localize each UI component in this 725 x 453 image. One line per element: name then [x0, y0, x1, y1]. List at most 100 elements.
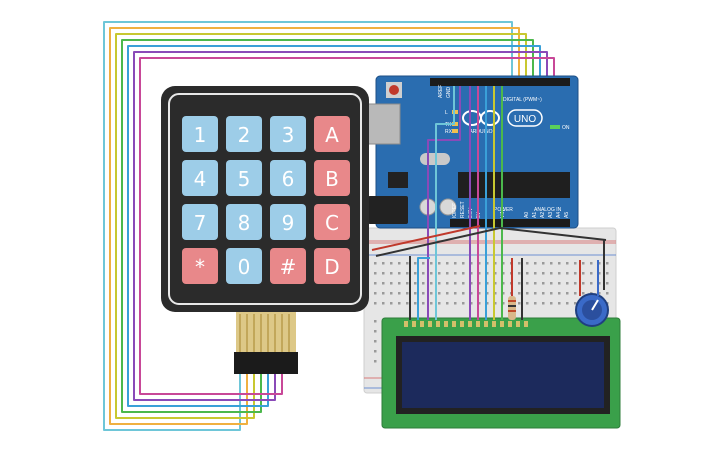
lcd-16x2: [381, 317, 621, 429]
rx-label: RX: [445, 129, 453, 135]
lcd-pin: [524, 321, 528, 327]
key-4[interactable]: 4: [182, 160, 218, 196]
key-D[interactable]: D: [314, 248, 350, 284]
key-7[interactable]: 7: [182, 204, 218, 240]
key-label: *: [195, 255, 205, 279]
analog-pin-label: A3: [548, 212, 554, 218]
key-label: #: [280, 255, 297, 279]
key-cap: [226, 204, 262, 240]
lcd-pin: [444, 321, 448, 327]
key-B[interactable]: B: [314, 160, 350, 196]
lcd-pin: [484, 321, 488, 327]
analog-pin-label: A1: [532, 212, 538, 218]
key-0[interactable]: 0: [226, 248, 262, 284]
key-cap: [182, 160, 218, 196]
analog-header: [450, 219, 570, 227]
key-cap: [182, 116, 218, 152]
key-label: A: [325, 123, 339, 147]
key-cap: [270, 204, 306, 240]
key-label: C: [325, 211, 339, 235]
usb-port-icon: [363, 103, 401, 145]
key-C[interactable]: C: [314, 204, 350, 240]
lcd-pin: [420, 321, 424, 327]
reset-label: RESET: [460, 201, 466, 218]
jumper-wire: [435, 86, 455, 320]
keypad-keys: 1 2 3 A 4 5 6 B 7 8 9 C * 0 # D: [182, 116, 350, 284]
arduino-board: UNO ARDUINO DIGITAL (PWM~) POWER ANALOG …: [363, 75, 579, 229]
digital-label: DIGITAL (PWM~): [503, 97, 542, 103]
keypad-ribbon-cable: [234, 312, 298, 374]
lcd-pin: [452, 321, 456, 327]
power-label: POWER: [494, 207, 513, 213]
microcontroller-chip: [458, 172, 570, 198]
ioref-label: IOREF: [452, 203, 458, 218]
keypad-wires: [103, 21, 555, 431]
resistor-icon: [508, 296, 516, 320]
lcd-pin: [428, 321, 432, 327]
key-cap: [270, 116, 306, 152]
key-label: 0: [238, 255, 251, 279]
key-cap: [226, 116, 262, 152]
lcd-pin: [404, 321, 408, 327]
jumper-wire: [371, 225, 481, 251]
lcd-pins: [404, 321, 528, 327]
analog-pin-label: A0: [524, 212, 530, 218]
key-cap: [314, 204, 350, 240]
key-cap: [226, 160, 262, 196]
key-A[interactable]: A: [314, 116, 350, 152]
uno-label: UNO: [514, 114, 536, 125]
key-5[interactable]: 5: [226, 160, 262, 196]
key-cap: [226, 248, 262, 284]
key-8[interactable]: 8: [226, 204, 262, 240]
lcd-pin: [476, 321, 480, 327]
power-jack-icon: [368, 196, 408, 224]
on-label: ON: [562, 125, 570, 131]
key-label: 1: [194, 123, 207, 147]
aref-label: AREF: [438, 85, 444, 98]
key-label: 7: [194, 211, 207, 235]
key-cap: [314, 160, 350, 196]
key-3[interactable]: 3: [270, 116, 306, 152]
keypad-4x4: 1 2 3 A 4 5 6 B 7 8 9 C * 0 # D: [161, 86, 369, 374]
key-label: 3: [282, 123, 295, 147]
potentiometer-icon[interactable]: [575, 293, 609, 327]
lcd-screen: [402, 342, 604, 408]
key-label: 4: [194, 167, 207, 191]
key-label: 2: [238, 123, 251, 147]
key-#[interactable]: #: [270, 248, 306, 284]
lcd-pin: [412, 321, 416, 327]
lcd-pin: [508, 321, 512, 327]
key-2[interactable]: 2: [226, 116, 262, 152]
keypad-wire: [109, 27, 520, 425]
analog-pin-label: A5: [564, 212, 570, 218]
analog-label: ANALOG IN: [534, 207, 562, 213]
key-6[interactable]: 6: [270, 160, 306, 196]
key-label: 5: [238, 167, 251, 191]
key-label: D: [324, 255, 339, 279]
key-cap: [314, 116, 350, 152]
key-9[interactable]: 9: [270, 204, 306, 240]
key-label: 9: [282, 211, 295, 235]
key-label: 6: [282, 167, 295, 191]
reset-button-icon[interactable]: [389, 85, 399, 95]
gnd-label: GND: [446, 87, 452, 99]
lcd-pin: [436, 321, 440, 327]
analog-pin-label: A4: [556, 212, 562, 218]
keypad-wire: [103, 21, 513, 431]
arduino-logo: [462, 109, 543, 127]
key-cap: [182, 204, 218, 240]
jumper-wire: [417, 257, 430, 320]
brand-label: ARDUINO: [469, 129, 492, 135]
key-label: B: [325, 167, 339, 191]
analog-pin-label: A2: [540, 212, 546, 218]
key-cap: [270, 160, 306, 196]
key-*[interactable]: *: [182, 248, 218, 284]
jumper-wire: [375, 227, 607, 257]
key-1[interactable]: 1: [182, 116, 218, 152]
key-label: 8: [238, 211, 251, 235]
on-led: [550, 125, 560, 129]
lcd-pin: [492, 321, 496, 327]
lcd-pin: [500, 321, 504, 327]
